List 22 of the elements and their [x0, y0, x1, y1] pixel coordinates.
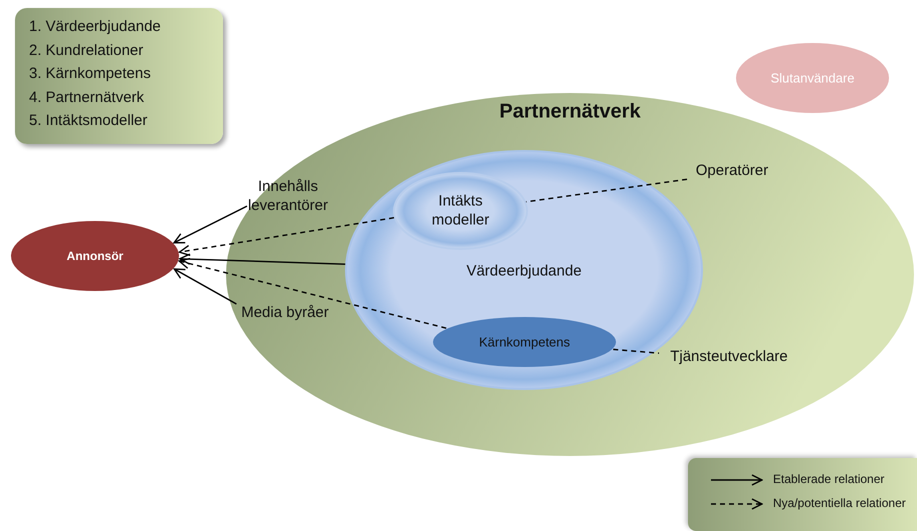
arrow [173, 205, 248, 244]
list-item: 5. Intäktsmodeller [29, 112, 148, 129]
partner-label: Tjänsteutvecklare [659, 348, 799, 370]
list-item: 1. Värdeerbjudande [29, 18, 161, 35]
connector-line [526, 178, 688, 203]
list-item: 4. Partnernätverk [29, 88, 144, 106]
partner-label: Operatörer [687, 162, 777, 184]
node-label: Slutanvändare [770, 70, 854, 86]
arrow [179, 253, 346, 265]
legend-label: Etablerade relationer [773, 472, 884, 486]
arrow [178, 258, 446, 329]
node-label: Partnernätverk [499, 100, 641, 124]
node-label: Värdeerbjudande [466, 262, 582, 280]
arrow [178, 217, 394, 256]
partner-label: Media byråer [230, 304, 340, 326]
node-label: Intäkts modeller [430, 192, 490, 230]
list-card [15, 8, 223, 144]
list-item: 3. Kärnkompetens [29, 65, 151, 82]
list-item: 2. Kundrelationer [29, 42, 144, 58]
node-label: Kärnkompetens [478, 334, 570, 350]
legend-label: Nya/potentiella relationer [773, 496, 906, 510]
node-label: Annonsör [66, 249, 124, 263]
